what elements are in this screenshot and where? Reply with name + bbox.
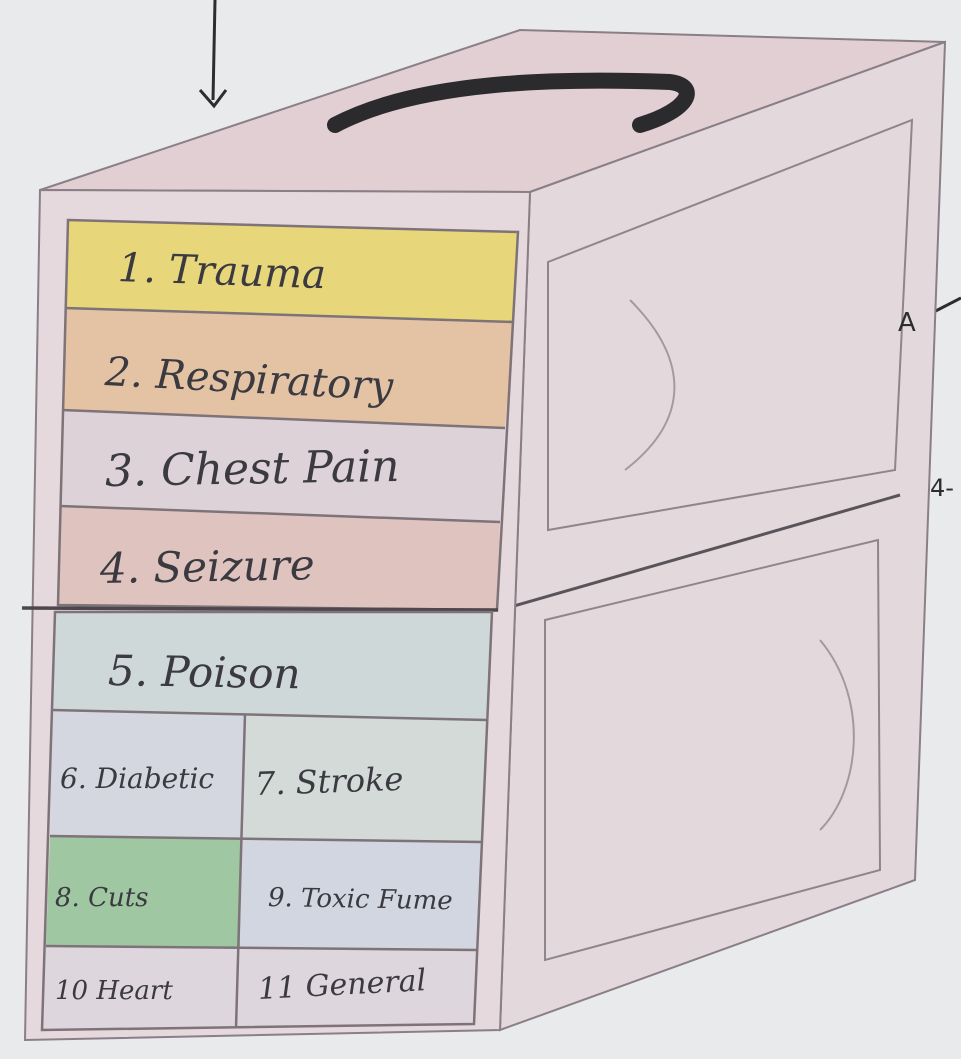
compartment-7-label: 7. Stroke bbox=[254, 763, 403, 800]
compartment-9-label: 9. Toxic Fume bbox=[268, 885, 453, 914]
box-side-face bbox=[500, 42, 945, 1030]
compartment-3-label: 3. Chest Pain bbox=[105, 445, 400, 494]
callout-label-a: A bbox=[898, 308, 916, 338]
compartment-4-label: 4. Seizure bbox=[100, 544, 315, 590]
pointer-arrow-top bbox=[200, 0, 226, 106]
compartment-10-label: 10 Heart bbox=[55, 978, 173, 1004]
compartment-11-label: 11 General bbox=[257, 966, 427, 1005]
compartment-1-label: 1. Trauma bbox=[117, 248, 326, 295]
compartment-6-label: 6. Diabetic bbox=[60, 765, 214, 793]
callout-label-b: 4- bbox=[930, 474, 954, 502]
compartment-8-label: 8. Cuts bbox=[55, 885, 149, 911]
compartment-5-label: 5. Poison bbox=[108, 650, 301, 695]
